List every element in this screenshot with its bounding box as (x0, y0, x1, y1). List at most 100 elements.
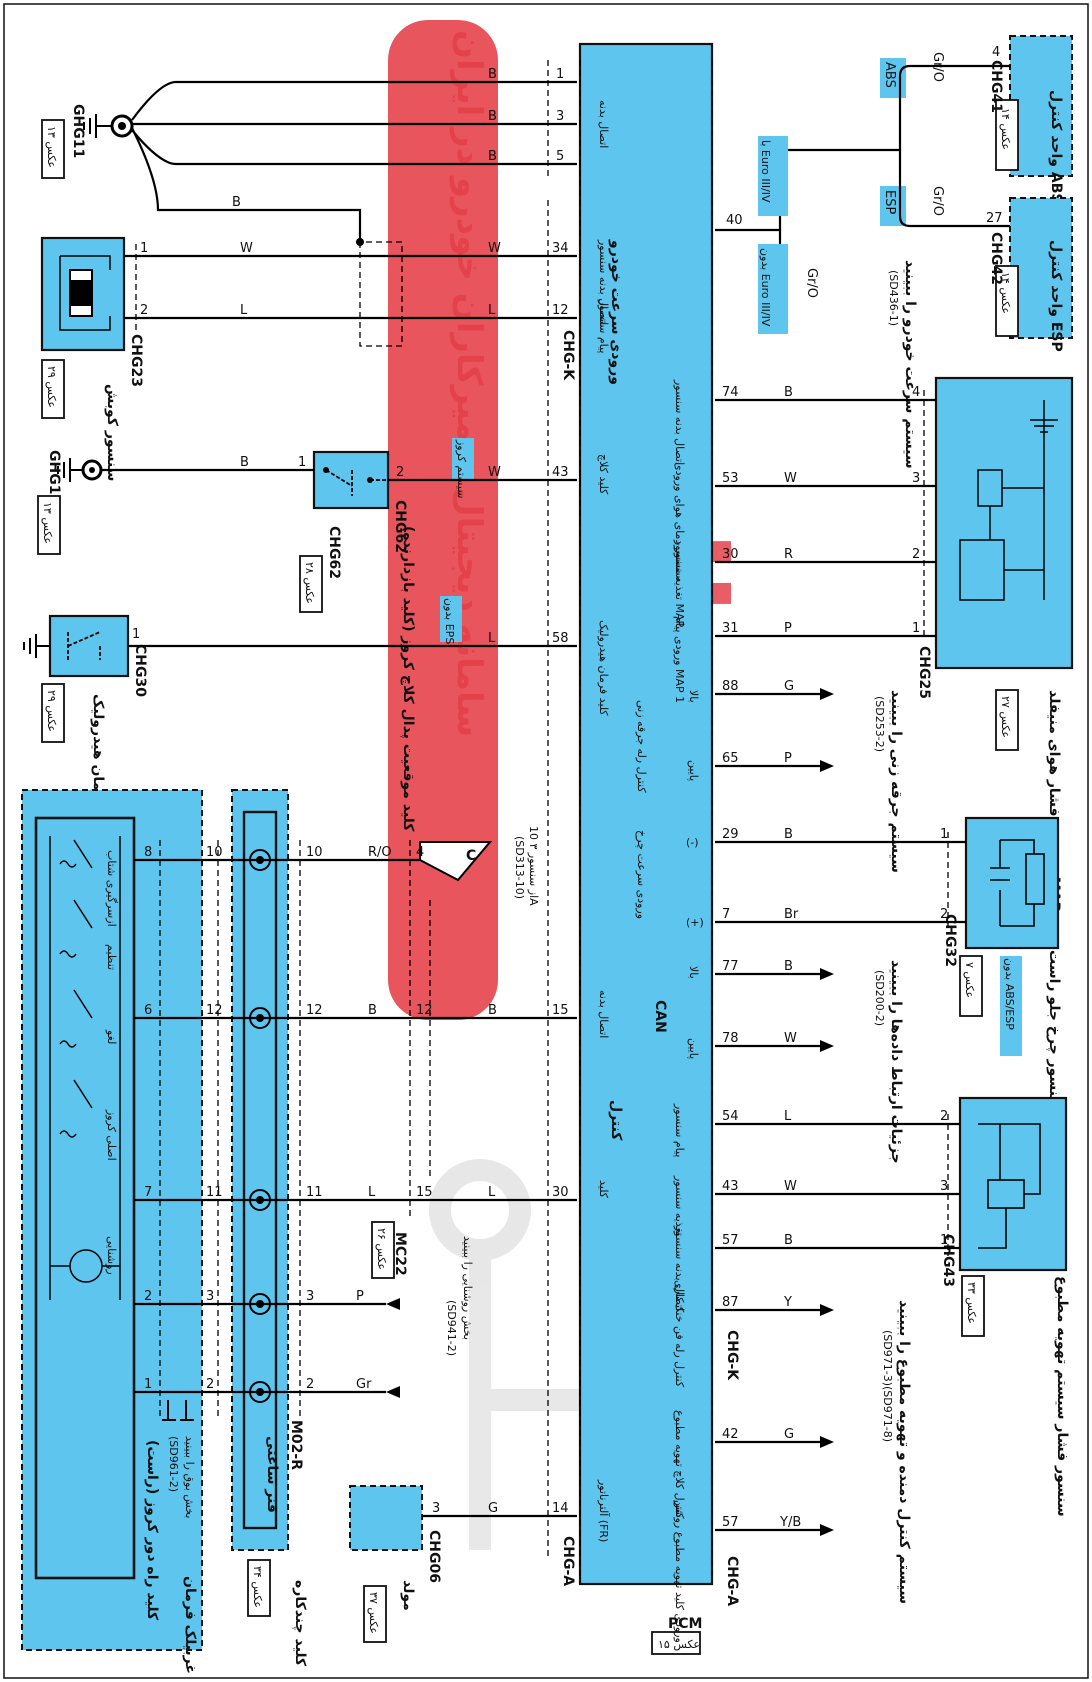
cruise-wire-lbl-4: P (356, 1289, 364, 1304)
abs-ref-box (995, 99, 1019, 171)
ghg11-name: GHG11 (70, 104, 86, 158)
clutch-pcm-label: کلید کلاچ (597, 454, 610, 495)
gnd-pcm-1: 1 (556, 67, 564, 82)
wheel-internal (990, 839, 1045, 927)
fuse-triangle (419, 841, 493, 882)
ign-pcm-label: کنترل رله جرقه زنی (635, 700, 648, 793)
can-pcm-1: 77 (722, 959, 739, 974)
wheel-wire-lbl-2: Br (784, 907, 799, 922)
clockspring-box (231, 789, 289, 1551)
clutch-ref-box (299, 555, 323, 613)
cruise-pcm-lbl-2: کلید (597, 1180, 610, 1199)
acp-pin-3: 1 (940, 1233, 948, 1248)
knock-ref-box (41, 359, 65, 419)
clutch-pin-1: 1 (298, 455, 306, 470)
map-connector: CHG25 (916, 646, 932, 699)
mc22-name: MC22 (392, 1232, 408, 1276)
ground-ghg15 (57, 458, 103, 482)
wheel-pcm-2: 7 (722, 907, 730, 922)
ghg15-ref: عکس ۱۳ (41, 502, 54, 544)
wheel-pos: (+) (686, 916, 704, 929)
alternator (349, 1485, 423, 1551)
esp-wire-line (898, 150, 1010, 228)
cruise-sw-title: کلید راه دور کروز (راست) (144, 1440, 160, 1621)
pcm-ref-box (651, 1631, 701, 1655)
wheel-pin-1: 1 (940, 827, 948, 842)
clutch-tag: سیستم کروز (455, 439, 468, 498)
abs-title: واحد کنترل ABS (1048, 90, 1064, 203)
ac-arrow-1 (820, 1304, 834, 1316)
cruise-pcm-lbl-1: اتصال بدنه (597, 990, 610, 1038)
pcm-speed-label: ورودی سرعت خودرو (608, 239, 624, 385)
pcm-ref: عکس ۱۵ (658, 1638, 700, 1651)
knock-pcm-lbl-2: پیام سنسور (597, 299, 610, 353)
knock-wire-lbl-1: W (240, 241, 253, 256)
can-arrow-2 (820, 1040, 834, 1052)
clock-pin-l-5: 2 (206, 1377, 214, 1392)
wheel-connector: CHG32 (942, 914, 958, 967)
m02-pin-4: 3 (306, 1289, 314, 1304)
map-pcm-2: 53 (722, 471, 739, 486)
sw-pin-5: 1 (144, 1377, 152, 1392)
ign-lo: پایین (687, 760, 700, 781)
acp-pcm-3: 57 (722, 1233, 739, 1248)
clutch-switch (312, 450, 390, 510)
clockspring-inner (242, 810, 278, 1530)
mc22-pin-2: 12 (416, 1003, 433, 1018)
mc22-ref-box (371, 1221, 395, 1279)
clutch-connector-bottom: CHG62 (326, 526, 342, 579)
ground-ghg11 (83, 114, 134, 138)
cruise-switch-internals (49, 836, 121, 1300)
map-ref-box (995, 689, 1019, 751)
ac-pcm-2: 42 (722, 1427, 739, 1442)
wheel-tag: بدون ABS/ESP (1003, 958, 1016, 1030)
gnd-wire-1 (131, 80, 577, 121)
map-pin-2: 3 (912, 471, 920, 486)
speed-tag-without-box (758, 244, 788, 334)
ac-pressure-title: سنسور فشار سیستم تهویه مطبوع (1054, 1276, 1070, 1517)
abs-module (1009, 35, 1073, 177)
map-pcm-lbl-2: سنسور دمای هوای ورودی (673, 462, 686, 581)
diagram-frame (3, 3, 1089, 1679)
abs-tag-box (880, 58, 906, 98)
clock-pin-l-4: 3 (206, 1289, 214, 1304)
cruise-wire-lbl-5: Gr (356, 1377, 372, 1392)
ign-hi: بالا (687, 690, 700, 703)
steering-internal (67, 631, 101, 660)
wheel-neg: (-) (686, 836, 699, 849)
map-ref: عکس ۲۷ (999, 696, 1012, 738)
pcm-conn-k-right: CHG-K (724, 1330, 740, 1381)
pcm-center-label: کنترل (608, 1100, 624, 1141)
clock-box-title: کلید چندکاره (292, 1580, 308, 1667)
clutch-tag-box (452, 438, 474, 480)
steering-tag: بدون EPS (443, 598, 456, 644)
ac-pcm-3: 57 (722, 1515, 739, 1530)
wheel-tag-box (1000, 956, 1022, 1056)
wheel-box-title: غربیلک فرمان (182, 1576, 198, 1674)
pcm-module (578, 42, 714, 1586)
abs-ref: عکس ۱۴ (999, 108, 1012, 150)
cruise-wire-lbl-2b: B (488, 1003, 497, 1018)
acp-pcm-lbl-1: پیام سنسور (673, 1103, 686, 1157)
pcm-conn-a-left: CHG-A (560, 1536, 576, 1586)
gnd-pcm-2: 3 (556, 109, 564, 124)
can-lo: پایین (687, 1038, 700, 1059)
gnd-wire-3 (131, 129, 577, 166)
knock-wire-lbl-2: L (240, 303, 248, 318)
cruise-sw-label-3: لغو (105, 1029, 118, 1044)
acp-pcm-2: 43 (722, 1179, 739, 1194)
cruise-sw-label-1: ازسرگیری شتاب (105, 850, 118, 927)
steering-ground (23, 634, 50, 658)
speed-wire: Gr/O (804, 268, 819, 298)
knock-pcm-2: 12 (552, 303, 569, 318)
alt-pcm-pin: 14 (552, 1501, 569, 1516)
wheel-title: سنسور چرخ جلو راست (1046, 950, 1062, 1110)
can-arrow-1 (820, 968, 834, 980)
can-title: جزئیات ارتباط داده‌ها را ببینید (888, 960, 904, 1164)
knock-title: سنسور کوبش (104, 384, 120, 481)
sw-pin-3: 7 (144, 1185, 152, 1200)
clutch-wire-lbl-2: W (488, 465, 501, 480)
fuse-sd: (SD313-10) (513, 836, 526, 899)
speed-pcm-pin: 40 (726, 213, 743, 228)
cruise-arrow-4 (386, 1298, 400, 1310)
